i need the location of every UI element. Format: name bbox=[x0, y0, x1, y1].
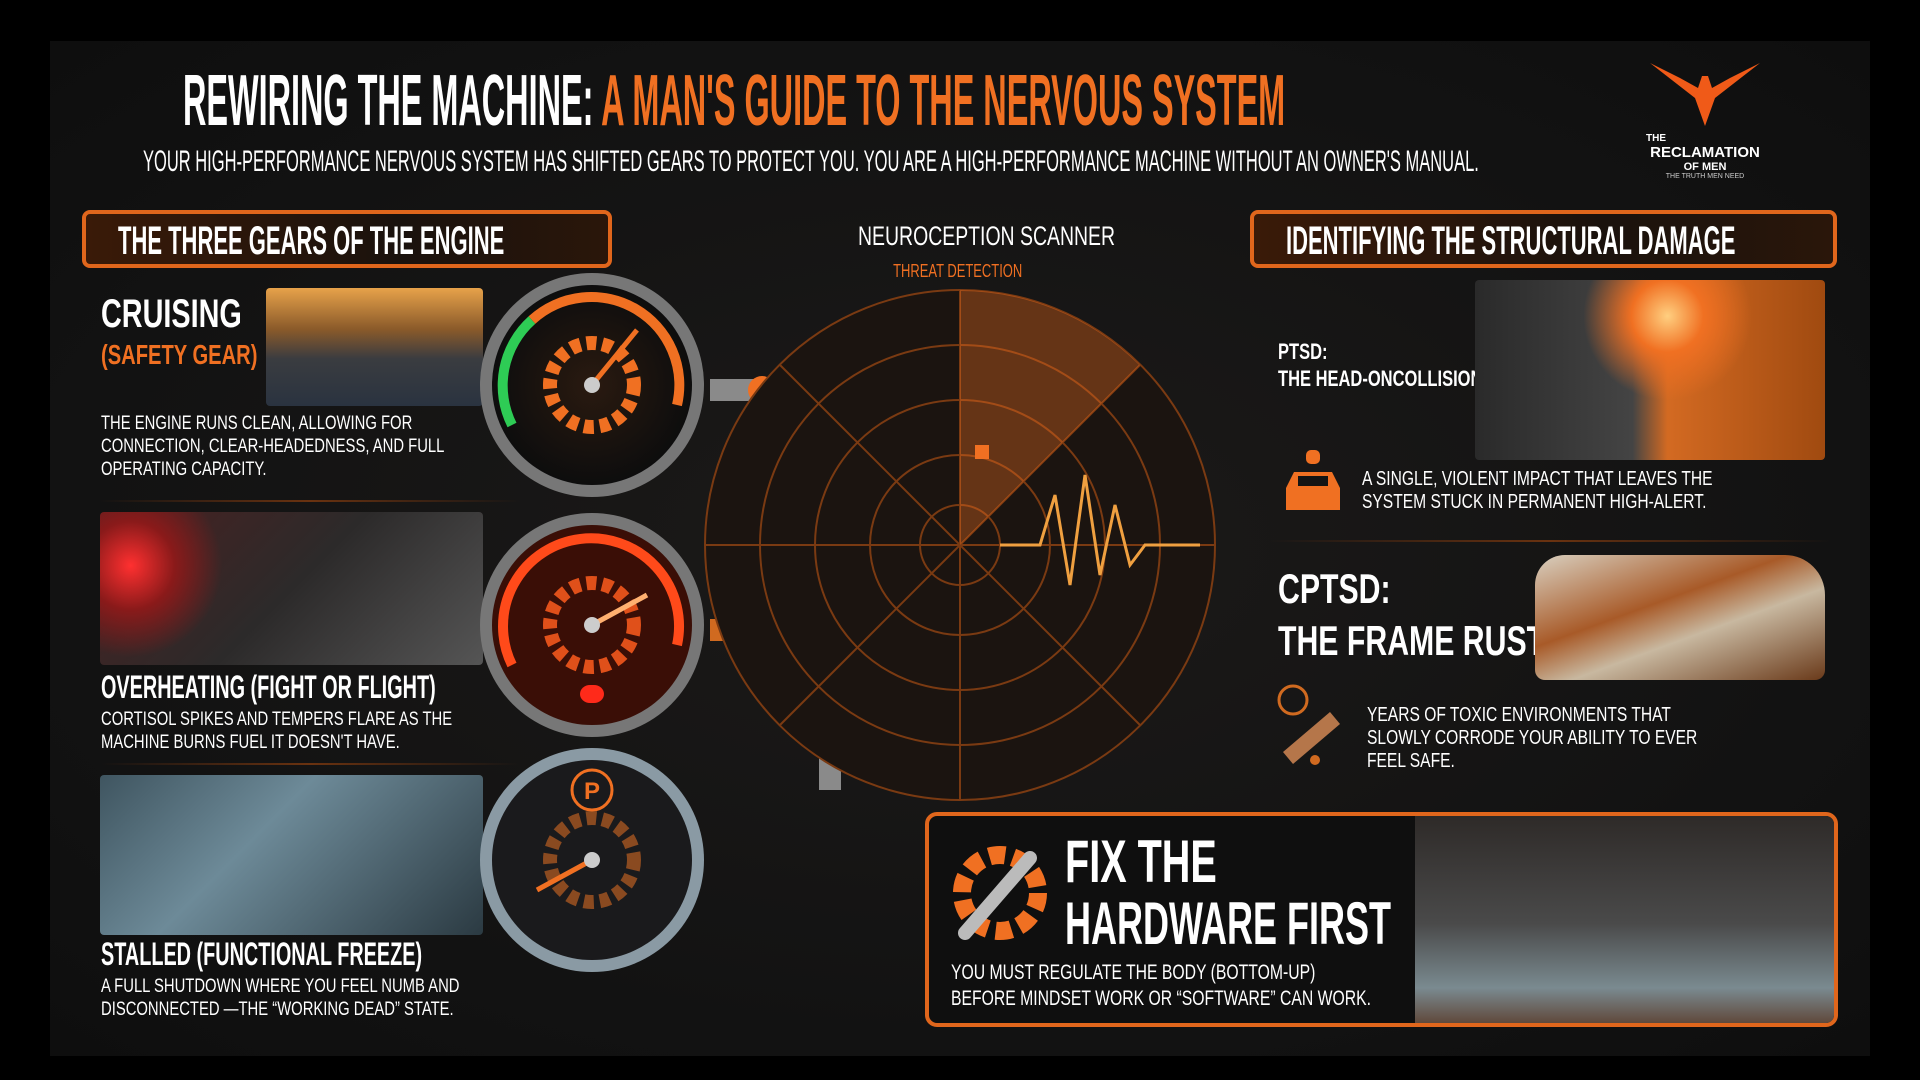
cruising-gauge bbox=[480, 273, 704, 497]
logo-name: RECLAMATION bbox=[1650, 144, 1760, 161]
gear-cruising-subtitle: (SAFETY GEAR) bbox=[101, 339, 258, 370]
section-header-damage: IDENTIFYING THE STRUCTURAL DAMAGE bbox=[1250, 210, 1837, 268]
ptsd-desc: A SINGLE, VIOLENT IMPACT THAT LEAVES THE… bbox=[1362, 468, 1713, 513]
cptsd-title: CPTSD: bbox=[1278, 565, 1391, 612]
gear-wrench-icon bbox=[953, 846, 1047, 940]
gear-cruising-title: CRUISING bbox=[101, 292, 242, 336]
section-header-gears: THE THREE GEARS OF THE ENGINE bbox=[82, 210, 612, 268]
ptsd-subtitle: THE HEAD-ONCOLLISION bbox=[1278, 366, 1483, 391]
overheating-gauge bbox=[480, 513, 704, 737]
threat-blip bbox=[975, 445, 989, 459]
fix-desc: YOU MUST REGULATE THE BODY (BOTTOM-UP) B… bbox=[951, 961, 1372, 1010]
page-title: REWIRING THE MACHINE: A MAN'S GUIDE TO T… bbox=[183, 61, 1920, 141]
heading-text: THE THREE GEARS OF THE ENGINE bbox=[118, 219, 505, 263]
gear-overheating-title: OVERHEATING (FIGHT OR FLIGHT) bbox=[101, 669, 436, 705]
alert-car-icon bbox=[1286, 450, 1340, 510]
fix-hardware-callout bbox=[925, 812, 1838, 1027]
cruising-illustration bbox=[266, 288, 483, 406]
alarm-icon bbox=[580, 685, 604, 703]
title-white: REWIRING THE MACHINE: bbox=[183, 61, 594, 141]
radar-sweep bbox=[960, 290, 1140, 545]
gauges: P bbox=[480, 273, 704, 972]
gear-cruising-desc: THE ENGINE RUNS CLEAN, ALLOWING FOR CONN… bbox=[101, 413, 444, 480]
phoenix-icon bbox=[1650, 63, 1760, 126]
logo-tagline: THE TRUTH MEN NEED bbox=[1665, 173, 1745, 180]
stalled-illustration bbox=[100, 775, 483, 935]
cptsd-desc: YEARS OF TOXIC ENVIRONMENTS THAT SLOWLY … bbox=[1367, 704, 1698, 772]
logo-of-men: OF MEN bbox=[1683, 161, 1727, 173]
rusted-beam-icon bbox=[1277, 684, 1340, 765]
logo-the: THE bbox=[1646, 133, 1666, 144]
ptsd-title: PTSD: bbox=[1278, 339, 1328, 364]
rusted-car-illustration bbox=[1535, 555, 1825, 680]
logo: THE RECLAMATION OF MEN THE TRUTH MEN NEE… bbox=[1640, 58, 1770, 183]
threat-detection-label: THREAT DETECTION bbox=[893, 261, 1023, 281]
title-orange: A MAN'S GUIDE TO THE NERVOUS SYSTEM bbox=[601, 61, 1286, 141]
divider bbox=[1270, 540, 1830, 542]
gear-overheating-desc: CORTISOL SPIKES AND TEMPERS FLARE AS THE… bbox=[101, 709, 453, 753]
overheating-illustration bbox=[100, 512, 483, 665]
radar-scanner bbox=[704, 289, 1216, 801]
subtitle-text: YOUR HIGH-PERFORMANCE NERVOUS SYSTEM HAS… bbox=[143, 145, 1479, 178]
cptsd-subtitle: THE FRAME RUST bbox=[1278, 617, 1546, 664]
mechanic-illustration bbox=[1415, 816, 1834, 1023]
divider bbox=[100, 763, 520, 765]
heading-text: IDENTIFYING THE STRUCTURAL DAMAGE bbox=[1286, 219, 1736, 263]
gear-stalled-title: STALLED (FUNCTIONAL FREEZE) bbox=[101, 936, 423, 972]
parking-brake-label: P bbox=[584, 778, 600, 805]
stalled-gauge bbox=[480, 748, 704, 972]
fix-title-line1: FIX THE bbox=[1065, 828, 1217, 895]
scanner-label: NEUROCEPTION SCANNER bbox=[857, 221, 1116, 251]
parking-brake-icon bbox=[570, 768, 614, 812]
waveform bbox=[1000, 474, 1200, 586]
fix-title-line2: HARDWARE FIRST bbox=[1065, 890, 1391, 957]
subtitle: YOUR HIGH-PERFORMANCE NERVOUS SYSTEM HAS… bbox=[143, 145, 1920, 179]
collision-illustration bbox=[1475, 280, 1825, 460]
gear-stalled-desc: A FULL SHUTDOWN WHERE YOU FEEL NUMB AND … bbox=[101, 976, 460, 1020]
divider bbox=[100, 500, 520, 502]
